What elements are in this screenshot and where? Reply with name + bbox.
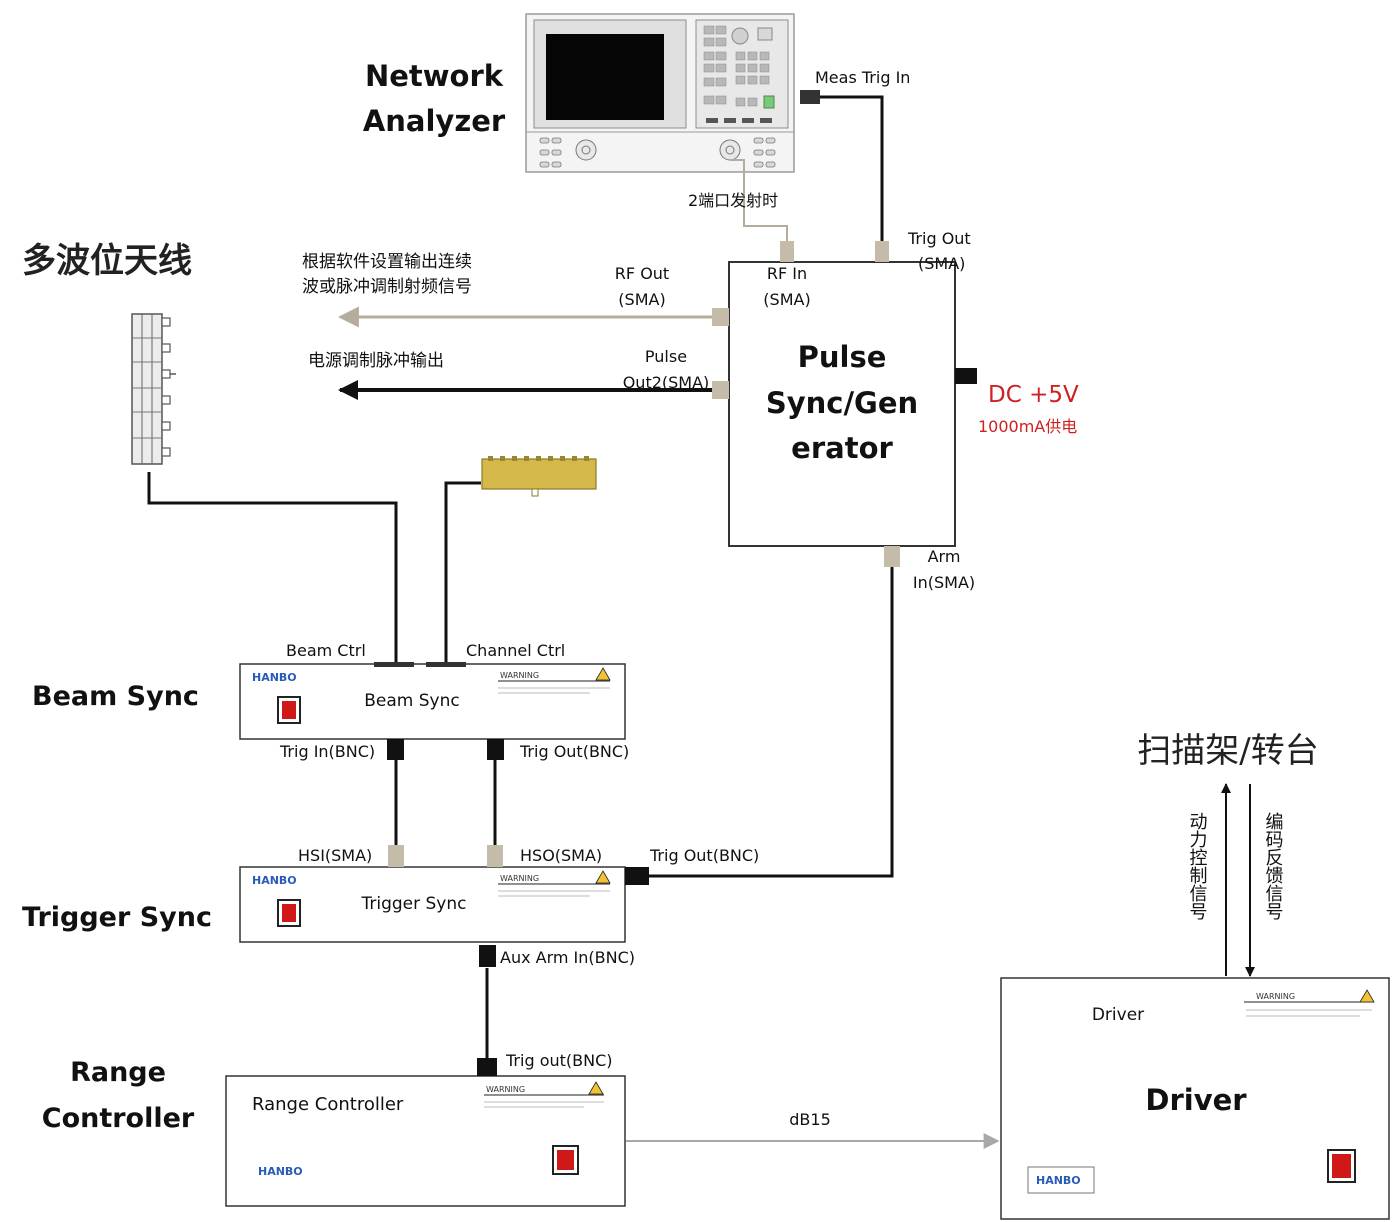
- aux-arm-in-connector: [479, 945, 496, 967]
- db15-label: dB15: [789, 1110, 831, 1129]
- driver-big-title: Driver: [1145, 1083, 1247, 1117]
- rf-in-connector: [780, 241, 794, 262]
- hanbo-logo: HANBO: [258, 1165, 303, 1178]
- port1-connector: [575, 139, 597, 161]
- arm-in-label-line1: Arm: [928, 547, 961, 566]
- range-controller-label-line2: Controller: [42, 1103, 195, 1134]
- trig-out-connector: [875, 241, 889, 262]
- wire-splitter-channel-ctrl: [444, 481, 481, 664]
- meas-trig-in-connector: [800, 90, 820, 104]
- pulse-gen-title-line1: Pulse: [798, 340, 887, 374]
- channel-ctrl-label: Channel Ctrl: [466, 641, 565, 660]
- trigger-sync-device: [239, 845, 649, 967]
- range-trig-out-connector: [477, 1058, 497, 1076]
- trigger-sync-device-title: Trigger Sync: [360, 894, 466, 914]
- driver-power-switch[interactable]: [1332, 1154, 1351, 1178]
- beam-sync-label: Beam Sync: [32, 681, 199, 712]
- network-analyzer-label-line2: Analyzer: [363, 104, 506, 138]
- warning-label: WARNING: [500, 671, 539, 680]
- trig-out-label-line2: (SMA): [918, 254, 965, 273]
- rf-desc-line2: 波或脉冲调制射频信号: [302, 277, 472, 297]
- trig-out-label-line1: Trig Out: [907, 229, 971, 248]
- pulse-sync-generator: [712, 241, 977, 567]
- arm-in-label-line2: In(SMA): [913, 573, 975, 592]
- pulse-out-connector: [712, 381, 729, 399]
- range-controller-device: [225, 1058, 626, 1207]
- port2-connector: [719, 139, 741, 161]
- scanner-label: 扫描架/转台: [1137, 731, 1318, 771]
- analyzer-screen: [546, 34, 664, 120]
- network-analyzer: [525, 13, 820, 173]
- warning-icon: [595, 870, 611, 884]
- warning-label: WARNING: [500, 874, 539, 883]
- wire-antenna-beam-ctrl: [147, 472, 398, 664]
- wire-port2-rf-in: [730, 159, 788, 243]
- warning-label: WARNING: [1256, 992, 1295, 1001]
- hanbo-logo: HANBO: [252, 671, 297, 684]
- beam-trig-in-connector: [387, 739, 404, 760]
- antenna-label: 多波位天线: [22, 241, 192, 281]
- meas-trig-in-label: Meas Trig In: [815, 68, 910, 87]
- port2-tx-label: 2端口发射时: [688, 191, 778, 210]
- network-analyzer-label-line1: Network: [365, 59, 504, 93]
- arm-in-connector: [884, 546, 900, 567]
- pulse-gen-title-line3: erator: [791, 431, 893, 465]
- range-power-switch[interactable]: [557, 1150, 574, 1170]
- wire-trig-out-arm-in: [648, 566, 894, 878]
- trig-sync-trig-out-connector: [625, 867, 649, 885]
- channel-splitter-icon: [481, 456, 597, 497]
- rf-in-label-line1: RF In: [767, 264, 807, 283]
- hsi-label: HSI(SMA): [298, 846, 372, 865]
- power-control-label: 动力控制信号: [1187, 812, 1208, 921]
- hso-connector: [487, 845, 503, 867]
- warning-icon: [1359, 989, 1375, 1003]
- power-spec-line2: 1000mA供电: [978, 417, 1077, 436]
- beam-sync-power-switch[interactable]: [282, 701, 296, 719]
- rf-desc-line1: 根据软件设置输出连续: [302, 252, 472, 272]
- analyzer-keypad: [703, 25, 770, 107]
- wire-meas-trig: [820, 95, 884, 243]
- beam-ctrl-label: Beam Ctrl: [286, 641, 366, 660]
- warning-label: WARNING: [486, 1085, 525, 1094]
- driver-device: [1000, 977, 1390, 1220]
- rf-out-label-line1: RF Out: [615, 264, 669, 283]
- aux-arm-in-label: Aux Arm In(BNC): [500, 948, 635, 967]
- trigger-sync-power-switch[interactable]: [282, 904, 296, 922]
- power-spec-line1: DC +5V: [988, 382, 1079, 408]
- beam-trig-out-connector: [487, 739, 504, 760]
- pulse-out-label-line2: Out2(SMA): [623, 373, 710, 392]
- range-trig-out-label: Trig out(BNC): [505, 1051, 613, 1070]
- hsi-connector: [388, 845, 404, 867]
- pulse-gen-title-line2: Sync/Gen: [766, 386, 918, 420]
- warning-icon: [588, 1081, 604, 1095]
- dc-power-connector: [955, 368, 977, 384]
- beam-sync-device: [239, 662, 626, 760]
- warning-icon: [595, 667, 611, 681]
- trigger-sync-label: Trigger Sync: [22, 902, 212, 933]
- hanbo-logo: HANBO: [252, 874, 297, 887]
- hso-label: HSO(SMA): [520, 846, 602, 865]
- antenna-array-icon: [131, 313, 176, 465]
- pulse-desc-label: 电源调制脉冲输出: [308, 351, 444, 371]
- range-controller-device-title: Range Controller: [252, 1094, 404, 1115]
- pulse-out-label-line1: Pulse: [645, 347, 687, 366]
- beam-trig-in-label: Trig In(BNC): [279, 742, 375, 761]
- hanbo-logo: HANBO: [1036, 1174, 1081, 1187]
- rf-in-label-line2: (SMA): [763, 290, 810, 309]
- driver-small-title: Driver: [1092, 1005, 1144, 1025]
- range-controller-label-line1: Range: [70, 1057, 166, 1088]
- trig-sync-trig-out-label: Trig Out(BNC): [649, 846, 759, 865]
- encoder-feedback-label: 编码反馈信号: [1263, 812, 1284, 921]
- rf-out-connector: [712, 308, 729, 326]
- rf-out-label-line2: (SMA): [618, 290, 665, 309]
- beam-sync-device-title: Beam Sync: [364, 691, 459, 711]
- beam-trig-out-label: Trig Out(BNC): [519, 742, 629, 761]
